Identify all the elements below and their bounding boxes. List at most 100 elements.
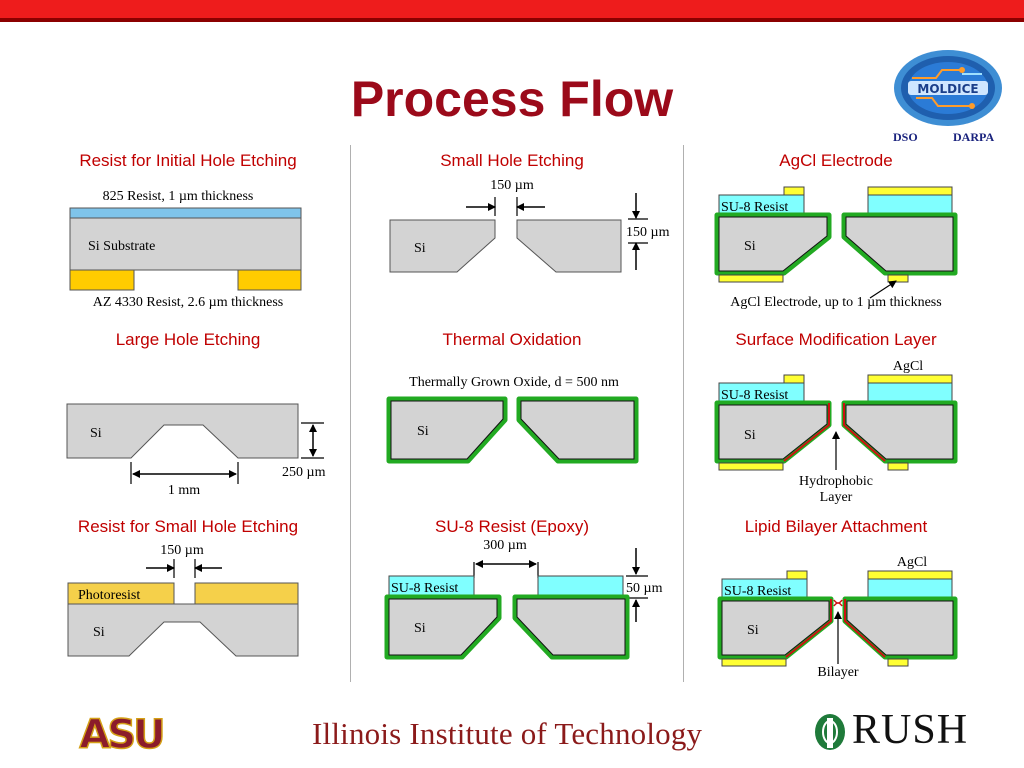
label-su8-resist: SU-8 Resist	[721, 200, 788, 215]
agcl-top-left	[783, 186, 805, 196]
agcl-bottom-left	[718, 462, 784, 471]
hydrophobic-layer	[785, 599, 886, 658]
label-hole-width: 150 µm	[490, 178, 534, 193]
rush-leaf-icon	[815, 714, 845, 750]
si-left-block	[718, 216, 828, 272]
si-left-block	[389, 219, 496, 273]
asu-logo: ASU	[76, 704, 166, 758]
su8-resist-right	[867, 382, 953, 404]
label-su8-thickness: 50 µm	[626, 581, 663, 596]
label-si: Si	[90, 426, 102, 441]
heading-su8-resist: SU-8 Resist (Epoxy)	[435, 517, 589, 536]
label-si: Si	[744, 239, 756, 254]
agcl-top-right	[867, 374, 953, 384]
label-su8-resist: SU-8 Resist	[724, 584, 791, 599]
label-su8-resist: SU-8 Resist	[391, 581, 458, 596]
label-hydrophobic: Hydrophobic	[799, 474, 873, 489]
si-right-block	[516, 598, 626, 656]
diagram-thermal-oxidation: Thermally Grown Oxide, d = 500 nm Si	[386, 375, 639, 464]
agcl-bottom-right	[887, 658, 909, 667]
diagram-resist-small-hole: 150 µm Photoresist Si	[67, 543, 299, 657]
si-right-block	[845, 404, 954, 460]
agcl-bottom-right	[887, 274, 909, 283]
heading-resist-initial-hole: Resist for Initial Hole Etching	[79, 151, 297, 170]
label-az4330-resist: AZ 4330 Resist, 2.6 µm thickness	[93, 295, 283, 310]
diagram-large-hole-etching: Si 250 µm 1 mm	[66, 403, 326, 498]
sponsor-dso: DSO	[893, 130, 918, 144]
top-red-bar	[0, 0, 1024, 18]
si-right-block	[520, 400, 635, 460]
diagram-resist-initial-hole: 825 Resist, 1 µm thickness Si Substrate …	[69, 189, 302, 310]
heading-thermal-oxidation: Thermal Oxidation	[442, 330, 582, 349]
label-si: Si	[414, 621, 426, 636]
si-left-block	[718, 404, 828, 460]
hydrophobic-layer	[783, 403, 886, 462]
label-si: Si	[747, 623, 759, 638]
label-si: Si	[414, 241, 426, 256]
moldice-logo-text: MOLDICE	[917, 82, 978, 96]
agcl-bottom-left	[721, 658, 787, 667]
agcl-bottom-right	[887, 462, 909, 471]
su8-resist-right	[537, 575, 624, 598]
label-su8-resist: SU-8 Resist	[721, 388, 788, 403]
heading-small-hole-etching: Small Hole Etching	[440, 151, 584, 170]
label-825-resist: 825 Resist, 1 µm thickness	[103, 189, 254, 204]
su8-resist-right	[867, 578, 953, 600]
lipid-bilayer	[833, 599, 843, 607]
diagram-surface-modification: AgCl SU-8 Resist Si Hydrophobic Layer	[714, 359, 958, 505]
label-hole-width: 1 mm	[168, 483, 200, 498]
label-si: Si	[93, 625, 105, 640]
label-thickness: 250 µm	[282, 465, 326, 480]
label-agcl: AgCl	[897, 555, 927, 570]
resist-825-layer	[69, 207, 302, 219]
si-right-block	[845, 216, 954, 272]
si-substrate	[69, 217, 302, 271]
heading-lipid-bilayer: Lipid Bilayer Attachment	[744, 517, 928, 536]
slide-title: Process Flow	[350, 71, 674, 127]
label-depth: 150 µm	[626, 225, 670, 240]
label-si-substrate: Si Substrate	[88, 239, 155, 254]
si-etched-block	[67, 603, 299, 657]
label-photoresist: Photoresist	[78, 588, 140, 603]
iit-logo-text: Illinois Institute of Technology	[312, 716, 703, 751]
label-si: Si	[744, 428, 756, 443]
column-divider-right	[683, 145, 684, 682]
si-right-block	[516, 219, 622, 273]
diagram-agcl-electrode: SU-8 Resist Si AgCl Electrode, up to 1 µ…	[714, 186, 958, 310]
agcl-top-right	[867, 186, 953, 196]
heading-surface-modification: Surface Modification Layer	[735, 330, 937, 349]
az-resist-right	[237, 269, 302, 291]
label-bilayer: Bilayer	[817, 665, 859, 680]
si-left-block	[721, 600, 830, 656]
moldice-logo: MOLDICE	[894, 50, 1002, 126]
sponsor-darpa: DARPA	[953, 130, 995, 144]
si-etched-block	[66, 403, 299, 459]
rush-logo-text: RUSH	[852, 707, 969, 753]
az-resist-left	[69, 269, 135, 291]
label-layer: Layer	[820, 490, 853, 505]
diagram-small-hole-etching: 150 µm Si 150 µm	[389, 178, 670, 273]
si-left-block	[388, 598, 498, 656]
column-divider-left	[350, 145, 351, 682]
agcl-top-right	[867, 570, 953, 580]
heading-large-hole-etching: Large Hole Etching	[115, 330, 261, 349]
label-hole-width: 150 µm	[160, 543, 204, 558]
diagram-su8-resist: 300 µm SU-8 Resist 50 µm Si	[384, 538, 663, 660]
agcl-top-left	[783, 374, 805, 384]
label-agcl: AgCl	[893, 359, 923, 374]
diagram-lipid-bilayer: AgCl SU-8 Resist Si Bilayer	[717, 555, 958, 680]
si-left-block	[390, 400, 504, 460]
label-oxide: Thermally Grown Oxide, d = 500 nm	[409, 375, 619, 390]
label-su8-gap: 300 µm	[483, 538, 527, 553]
heading-agcl-electrode: AgCl Electrode	[779, 151, 893, 170]
si-right-block	[846, 600, 954, 656]
agcl-top-left	[786, 570, 808, 580]
agcl-bottom-left	[718, 274, 784, 283]
asu-logo-text: ASU	[79, 712, 162, 758]
top-dark-red-stripe	[0, 18, 1024, 22]
su8-resist-right	[867, 194, 953, 216]
photoresist-right	[194, 582, 299, 605]
label-agcl-electrode: AgCl Electrode, up to 1 µm thickness	[730, 295, 941, 310]
heading-resist-small-hole: Resist for Small Hole Etching	[77, 517, 299, 536]
